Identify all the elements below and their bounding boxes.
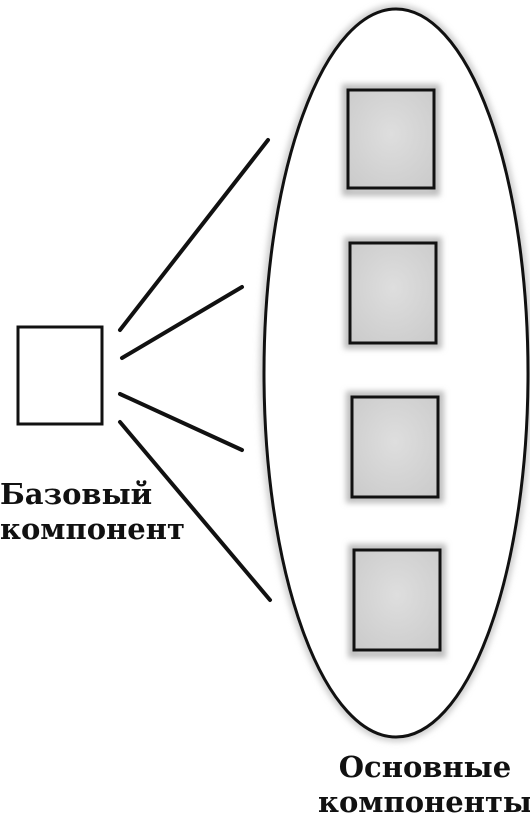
connector-line-2 bbox=[120, 285, 244, 360]
main-components bbox=[342, 84, 446, 658]
main-component-1 bbox=[342, 84, 440, 196]
base-component-label-line-1: Базовый bbox=[0, 477, 153, 511]
base-component-label: Базовый компонент bbox=[0, 477, 185, 547]
main-component-4 bbox=[348, 544, 446, 658]
main-components-label-line-1: Основные bbox=[338, 750, 512, 784]
main-component-box bbox=[352, 548, 442, 652]
main-component-box bbox=[348, 241, 438, 345]
connector-line-3 bbox=[118, 392, 244, 452]
base-component-box bbox=[16, 325, 104, 426]
main-components-label-line-2: компоненты bbox=[318, 785, 530, 813]
connector-line-4 bbox=[118, 420, 272, 602]
main-components-label: Основные компоненты bbox=[318, 750, 530, 813]
main-component-box bbox=[350, 395, 440, 499]
main-component-2 bbox=[344, 237, 442, 349]
main-components-ellipse bbox=[262, 7, 530, 739]
connector-line-1 bbox=[118, 138, 270, 332]
main-component-3 bbox=[346, 391, 444, 503]
connector-lines bbox=[118, 138, 272, 602]
base-component-label-line-2: компонент bbox=[0, 512, 185, 546]
main-components-group bbox=[259, 4, 530, 742]
main-component-box bbox=[346, 88, 436, 190]
